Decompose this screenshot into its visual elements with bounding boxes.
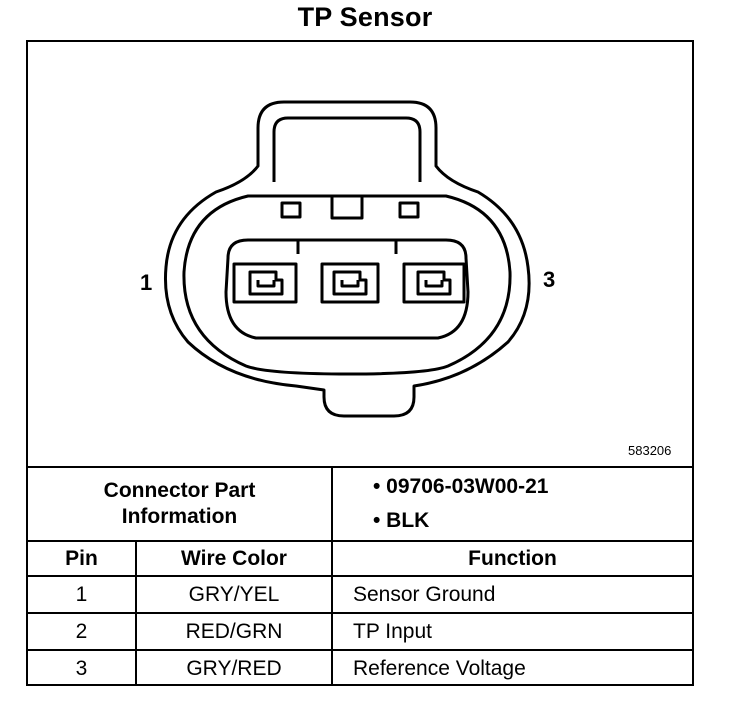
function-cell: Sensor Ground — [331, 575, 692, 614]
connector-housing-middle — [182, 194, 512, 376]
connector-part-label-line2: Information — [121, 505, 238, 528]
connector-color: • BLK — [373, 509, 430, 532]
lock-tab-right — [398, 201, 420, 219]
terminal-2-socket — [332, 270, 368, 296]
pin-3-label: 3 — [543, 267, 556, 292]
terminal-3 — [402, 262, 466, 304]
lock-tab-left — [280, 201, 302, 219]
connector-part-row: Connector Part Information • 09706-03W00… — [28, 466, 692, 542]
connector-housing-outer — [164, 100, 531, 418]
header-row: Pin Wire Color Function — [28, 540, 692, 577]
connector-illustration — [164, 100, 531, 418]
wire-color-cell: GRY/RED — [135, 649, 333, 686]
table-row: 3 GRY/RED Reference Voltage — [28, 649, 692, 686]
pin-1-label: 1 — [140, 270, 153, 295]
diagram-frame: 1 3 583206 Connector Part Information • … — [26, 40, 694, 686]
connector-cavity — [224, 238, 470, 340]
connector-latch — [272, 116, 422, 182]
terminal-3-socket — [416, 270, 452, 296]
header-pin: Pin — [28, 540, 137, 577]
connector-part-number: • 09706-03W00-21 — [373, 475, 549, 498]
pin-cell: 1 — [28, 575, 137, 614]
lock-tab-center — [330, 194, 364, 220]
page-title: TP Sensor — [297, 2, 433, 32]
header-wire-color: Wire Color — [135, 540, 333, 577]
wire-color-cell: GRY/YEL — [135, 575, 333, 614]
terminal-1 — [232, 262, 298, 304]
connector-part-label: Connector Part Information — [28, 466, 333, 542]
terminal-1-socket — [248, 270, 284, 296]
wire-color-cell: RED/GRN — [135, 612, 333, 651]
pin-cell: 3 — [28, 649, 137, 686]
connector-diagram: 1 3 583206 — [28, 42, 692, 466]
header-function: Function — [331, 540, 692, 577]
connector-info-table: Connector Part Information • 09706-03W00… — [28, 466, 692, 686]
terminal-2 — [320, 262, 380, 304]
function-cell: Reference Voltage — [331, 649, 692, 686]
function-cell: TP Input — [331, 612, 692, 651]
table-row: 1 GRY/YEL Sensor Ground — [28, 575, 692, 614]
pin-cell: 2 — [28, 612, 137, 651]
connector-part-values: • 09706-03W00-21 • BLK — [331, 466, 692, 542]
table-row: 2 RED/GRN TP Input — [28, 612, 692, 651]
figure-number: 583206 — [628, 443, 672, 458]
connector-part-label-line1: Connector Part — [103, 479, 256, 502]
